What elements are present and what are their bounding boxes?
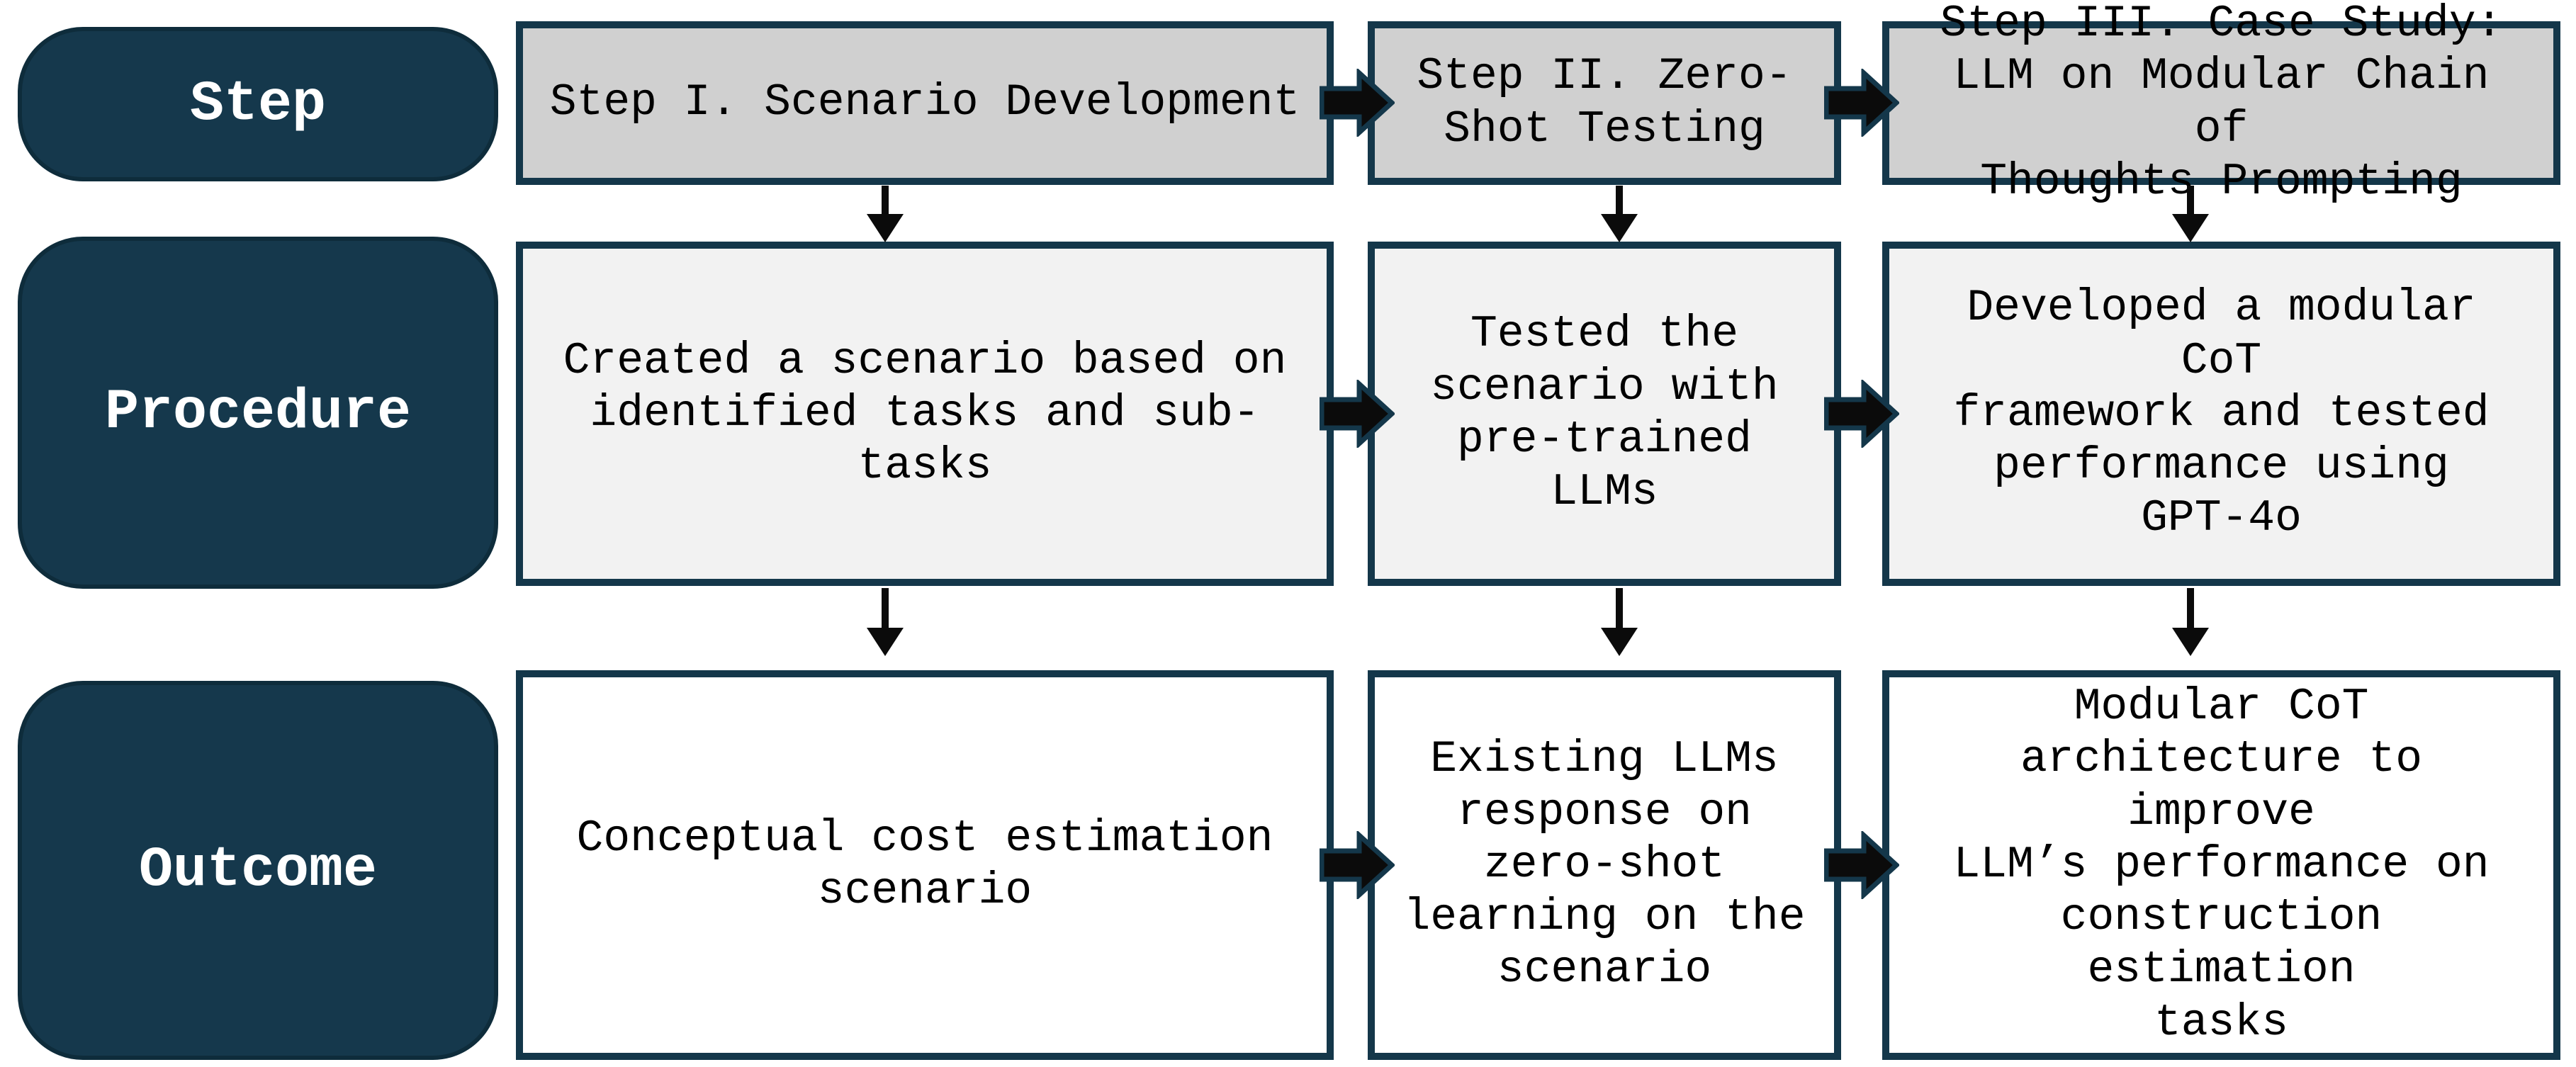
right-arrow-icon [1320,831,1395,899]
box-step-1: Step I. Scenario Development [516,21,1334,185]
right-arrow-icon [1824,831,1899,899]
row-label-outcome: Outcome [18,681,498,1060]
row-label-procedure: Procedure [18,237,498,589]
box-outcome-2: Existing LLMs response on zero-shot lear… [1368,670,1841,1060]
right-arrow-icon [1824,69,1899,137]
down-arrow-icon [867,588,904,656]
box-procedure-2: Tested the scenario with pre-trained LLM… [1368,242,1841,586]
right-arrow-icon [1320,380,1395,448]
right-arrow-icon [1320,69,1395,137]
box-outcome-3: Modular CoT architecture to improve LLM’… [1882,670,2560,1060]
down-arrow-icon [1601,588,1638,656]
down-arrow-icon [2172,588,2209,656]
box-procedure-1: Created a scenario based on identified t… [516,242,1334,586]
down-arrow-icon [1601,186,1638,242]
down-arrow-icon [2172,186,2209,242]
box-step-2: Step II. Zero- Shot Testing [1368,21,1841,185]
right-arrow-icon [1824,380,1899,448]
down-arrow-icon [867,186,904,242]
box-step-3: Step III. Case Study: LLM on Modular Cha… [1882,0,2560,207]
row-label-step: Step [18,27,498,181]
box-outcome-1: Conceptual cost estimation scenario [516,670,1334,1060]
box-procedure-3: Developed a modular CoT framework and te… [1882,242,2560,586]
